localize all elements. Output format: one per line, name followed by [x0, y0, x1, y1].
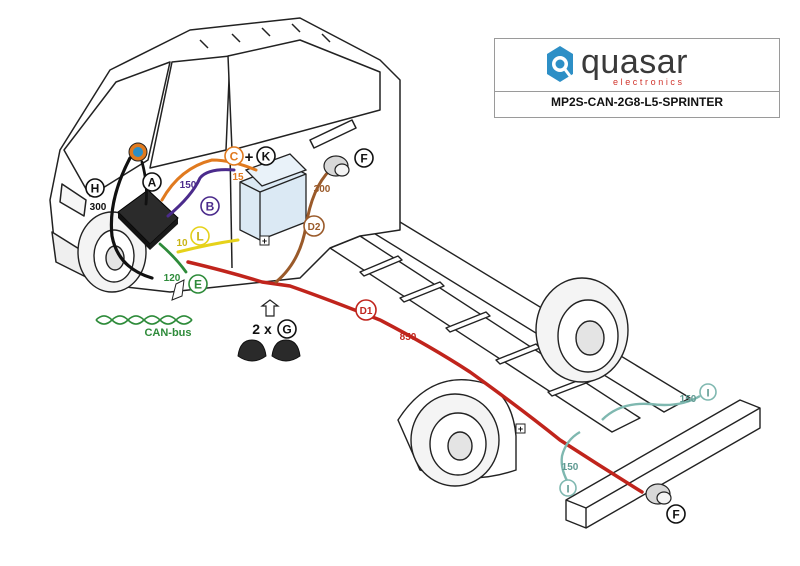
svg-text:E: E	[194, 278, 202, 292]
svg-text:+: +	[262, 236, 267, 246]
length-h: 300	[90, 202, 107, 213]
wire-b-purple	[166, 168, 236, 218]
label-g: 2 x G	[252, 319, 297, 339]
chassis-frame	[329, 221, 761, 529]
length-b: 150	[180, 180, 197, 191]
length-l: 10	[176, 238, 188, 249]
label-a: A	[142, 172, 162, 192]
wire-i-teal-bottom	[560, 430, 581, 487]
length-i-bottom: 150	[562, 462, 579, 473]
brand-subtitle: electronics	[613, 77, 685, 87]
svg-text:H: H	[91, 182, 100, 196]
label-h: H	[85, 178, 105, 198]
model-number: MP2S-CAN-2G8-L5-SPRINTER	[550, 95, 724, 109]
label-c-plus: +	[245, 149, 254, 166]
length-i-top: 150	[680, 394, 697, 405]
svg-text:I: I	[706, 388, 709, 400]
length-d2: 300	[314, 184, 331, 195]
label-i-bottom: I	[559, 479, 577, 497]
rear-wheel-right	[535, 277, 629, 383]
svg-text:K: K	[262, 150, 271, 164]
label-d2: D2	[303, 215, 325, 237]
control-unit	[117, 142, 179, 250]
quasar-logo-icon	[547, 46, 573, 82]
canbus-label: CAN-bus	[144, 327, 191, 339]
brand-logo-box: quasar electronics MP2S-CAN-2G8-L5-SPRIN…	[494, 38, 780, 118]
grommets	[237, 339, 301, 362]
wire-e-green	[158, 242, 188, 274]
front-wheel	[77, 211, 147, 293]
svg-text:2 x: 2 x	[252, 321, 272, 337]
arrow-e	[171, 279, 185, 301]
lamp-socket-rear	[645, 483, 672, 505]
length-c: 15	[232, 172, 244, 183]
label-l: L	[190, 226, 210, 246]
svg-text:D2: D2	[308, 222, 321, 233]
battery	[239, 153, 308, 241]
svg-text:C: C	[230, 150, 239, 164]
wire-d1-red	[186, 260, 644, 494]
label-i-top: I	[699, 383, 717, 401]
label-f-front: F	[354, 148, 374, 168]
length-e: 120	[164, 273, 181, 284]
label-f-rear: F	[666, 504, 686, 524]
svg-text:A: A	[148, 176, 157, 190]
label-c: C	[224, 146, 244, 166]
svg-text:B: B	[206, 200, 215, 214]
label-e: E	[188, 274, 208, 294]
wire-i-teal-top	[601, 394, 701, 421]
rear-wheel-left	[397, 378, 517, 487]
canbus-twisted-pair	[95, 315, 193, 325]
svg-text:+: +	[518, 424, 523, 434]
svg-text:F: F	[360, 152, 367, 166]
lamp-socket-front	[323, 155, 350, 177]
length-d1: 850	[400, 332, 417, 343]
svg-text:L: L	[196, 230, 203, 244]
label-b: B	[200, 196, 220, 216]
label-d1: D1	[355, 299, 377, 321]
plus-terminal-rear: +	[515, 423, 526, 434]
label-k: K	[256, 146, 276, 166]
svg-text:I: I	[566, 484, 569, 496]
svg-text:D1: D1	[360, 306, 373, 317]
wire-l-yellow	[176, 238, 240, 254]
svg-text:G: G	[282, 323, 291, 337]
arrow-g	[260, 299, 280, 317]
wire-h-black	[109, 156, 154, 280]
brand-name: quasar	[581, 43, 688, 81]
svg-text:F: F	[672, 508, 679, 522]
wire-c-orange	[160, 158, 258, 202]
logo-divider	[495, 91, 779, 92]
plus-terminal: +	[259, 235, 270, 246]
